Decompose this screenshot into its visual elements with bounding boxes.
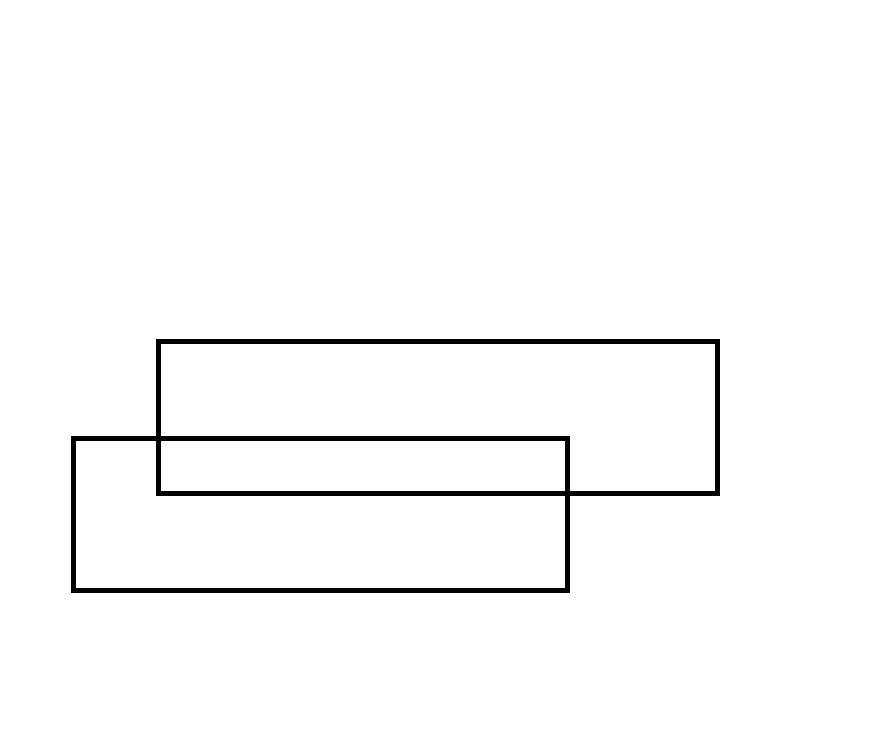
upper-right-rectangle	[156, 339, 720, 496]
lower-left-rectangle	[71, 436, 570, 593]
